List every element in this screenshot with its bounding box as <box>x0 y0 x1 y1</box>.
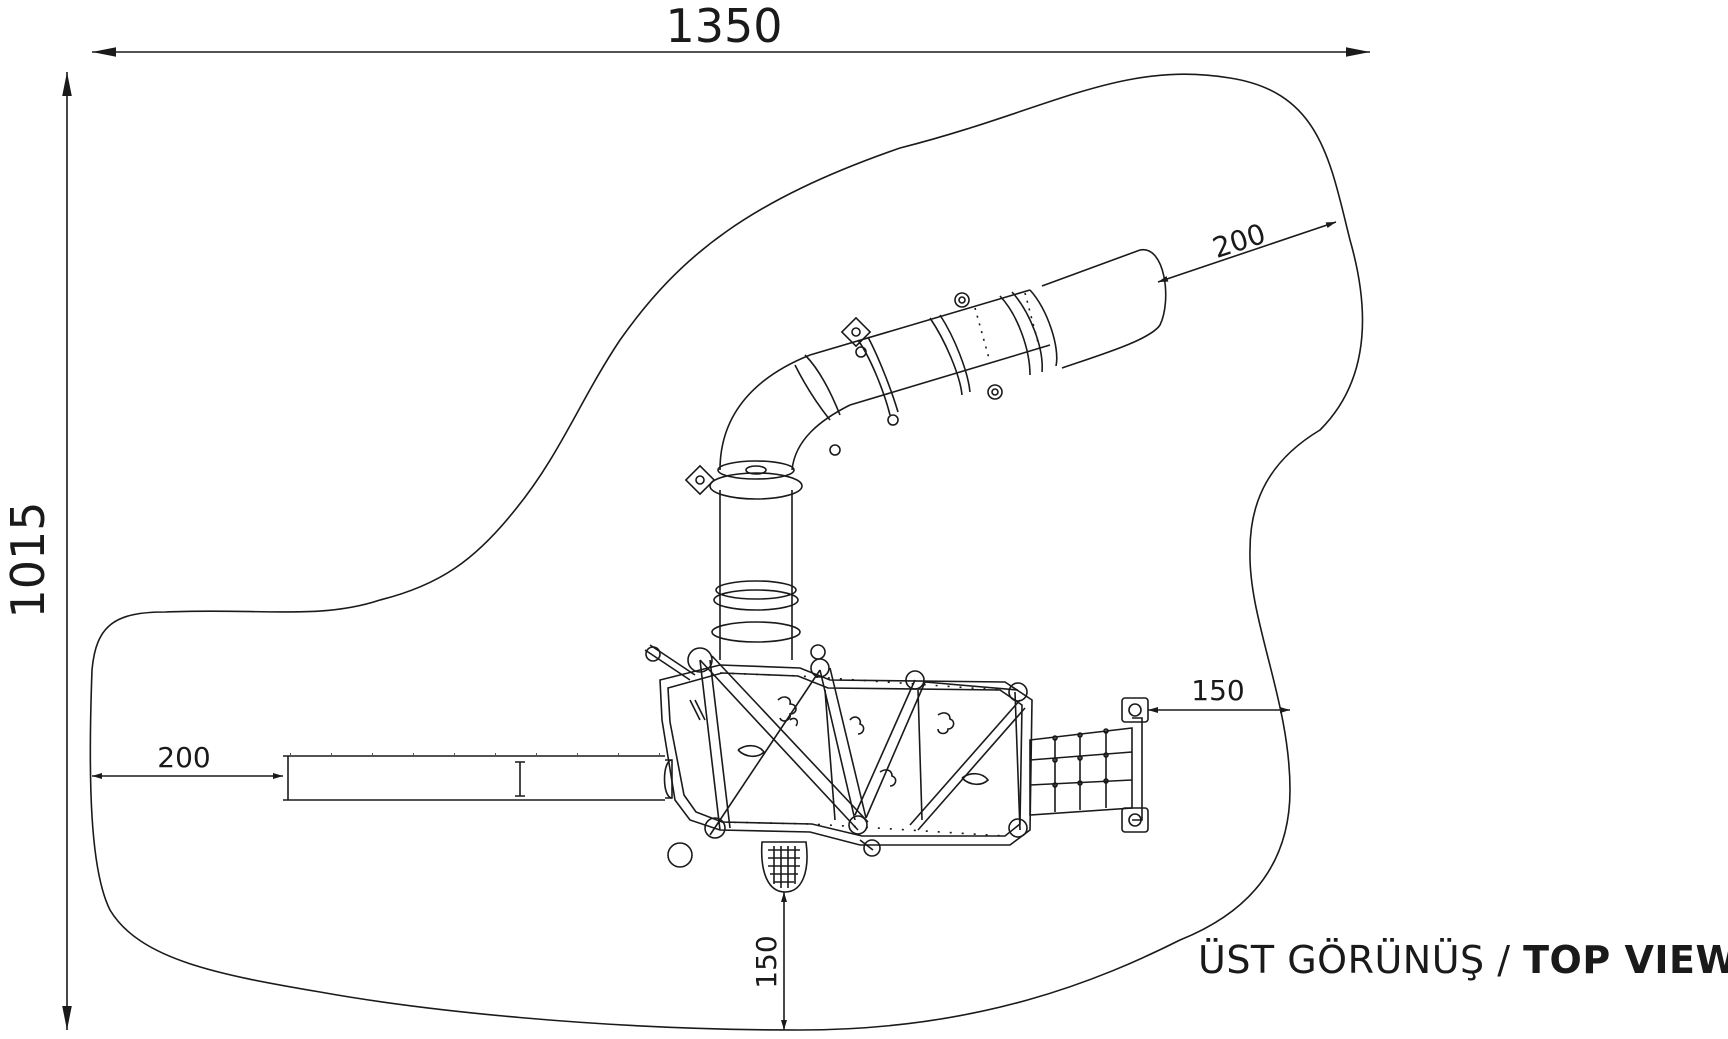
caption-english: TOP VIEW <box>1523 938 1728 982</box>
tube-slide <box>684 249 1167 660</box>
width-dimension-label: 1350 <box>665 0 782 53</box>
view-caption: ÜST GÖRÜNÜŞ / TOP VIEW <box>1198 938 1728 982</box>
slide-clearance-label: 200 <box>1209 217 1270 265</box>
height-dimension-label: 1015 <box>1 501 55 618</box>
play-panel <box>760 841 808 893</box>
main-platform <box>644 644 1033 868</box>
left-clearance-label: 200 <box>157 741 210 774</box>
safety-zone-outline <box>89 73 1364 1031</box>
straight-slide <box>283 753 673 801</box>
caption-turkish: ÜST GÖRÜNÜŞ / <box>1198 938 1511 982</box>
net-bridge <box>1029 697 1149 833</box>
bottom-clearance-label: 150 <box>750 935 783 988</box>
right-clearance-label: 150 <box>1191 674 1244 707</box>
slide-clearance-line <box>1157 221 1337 283</box>
